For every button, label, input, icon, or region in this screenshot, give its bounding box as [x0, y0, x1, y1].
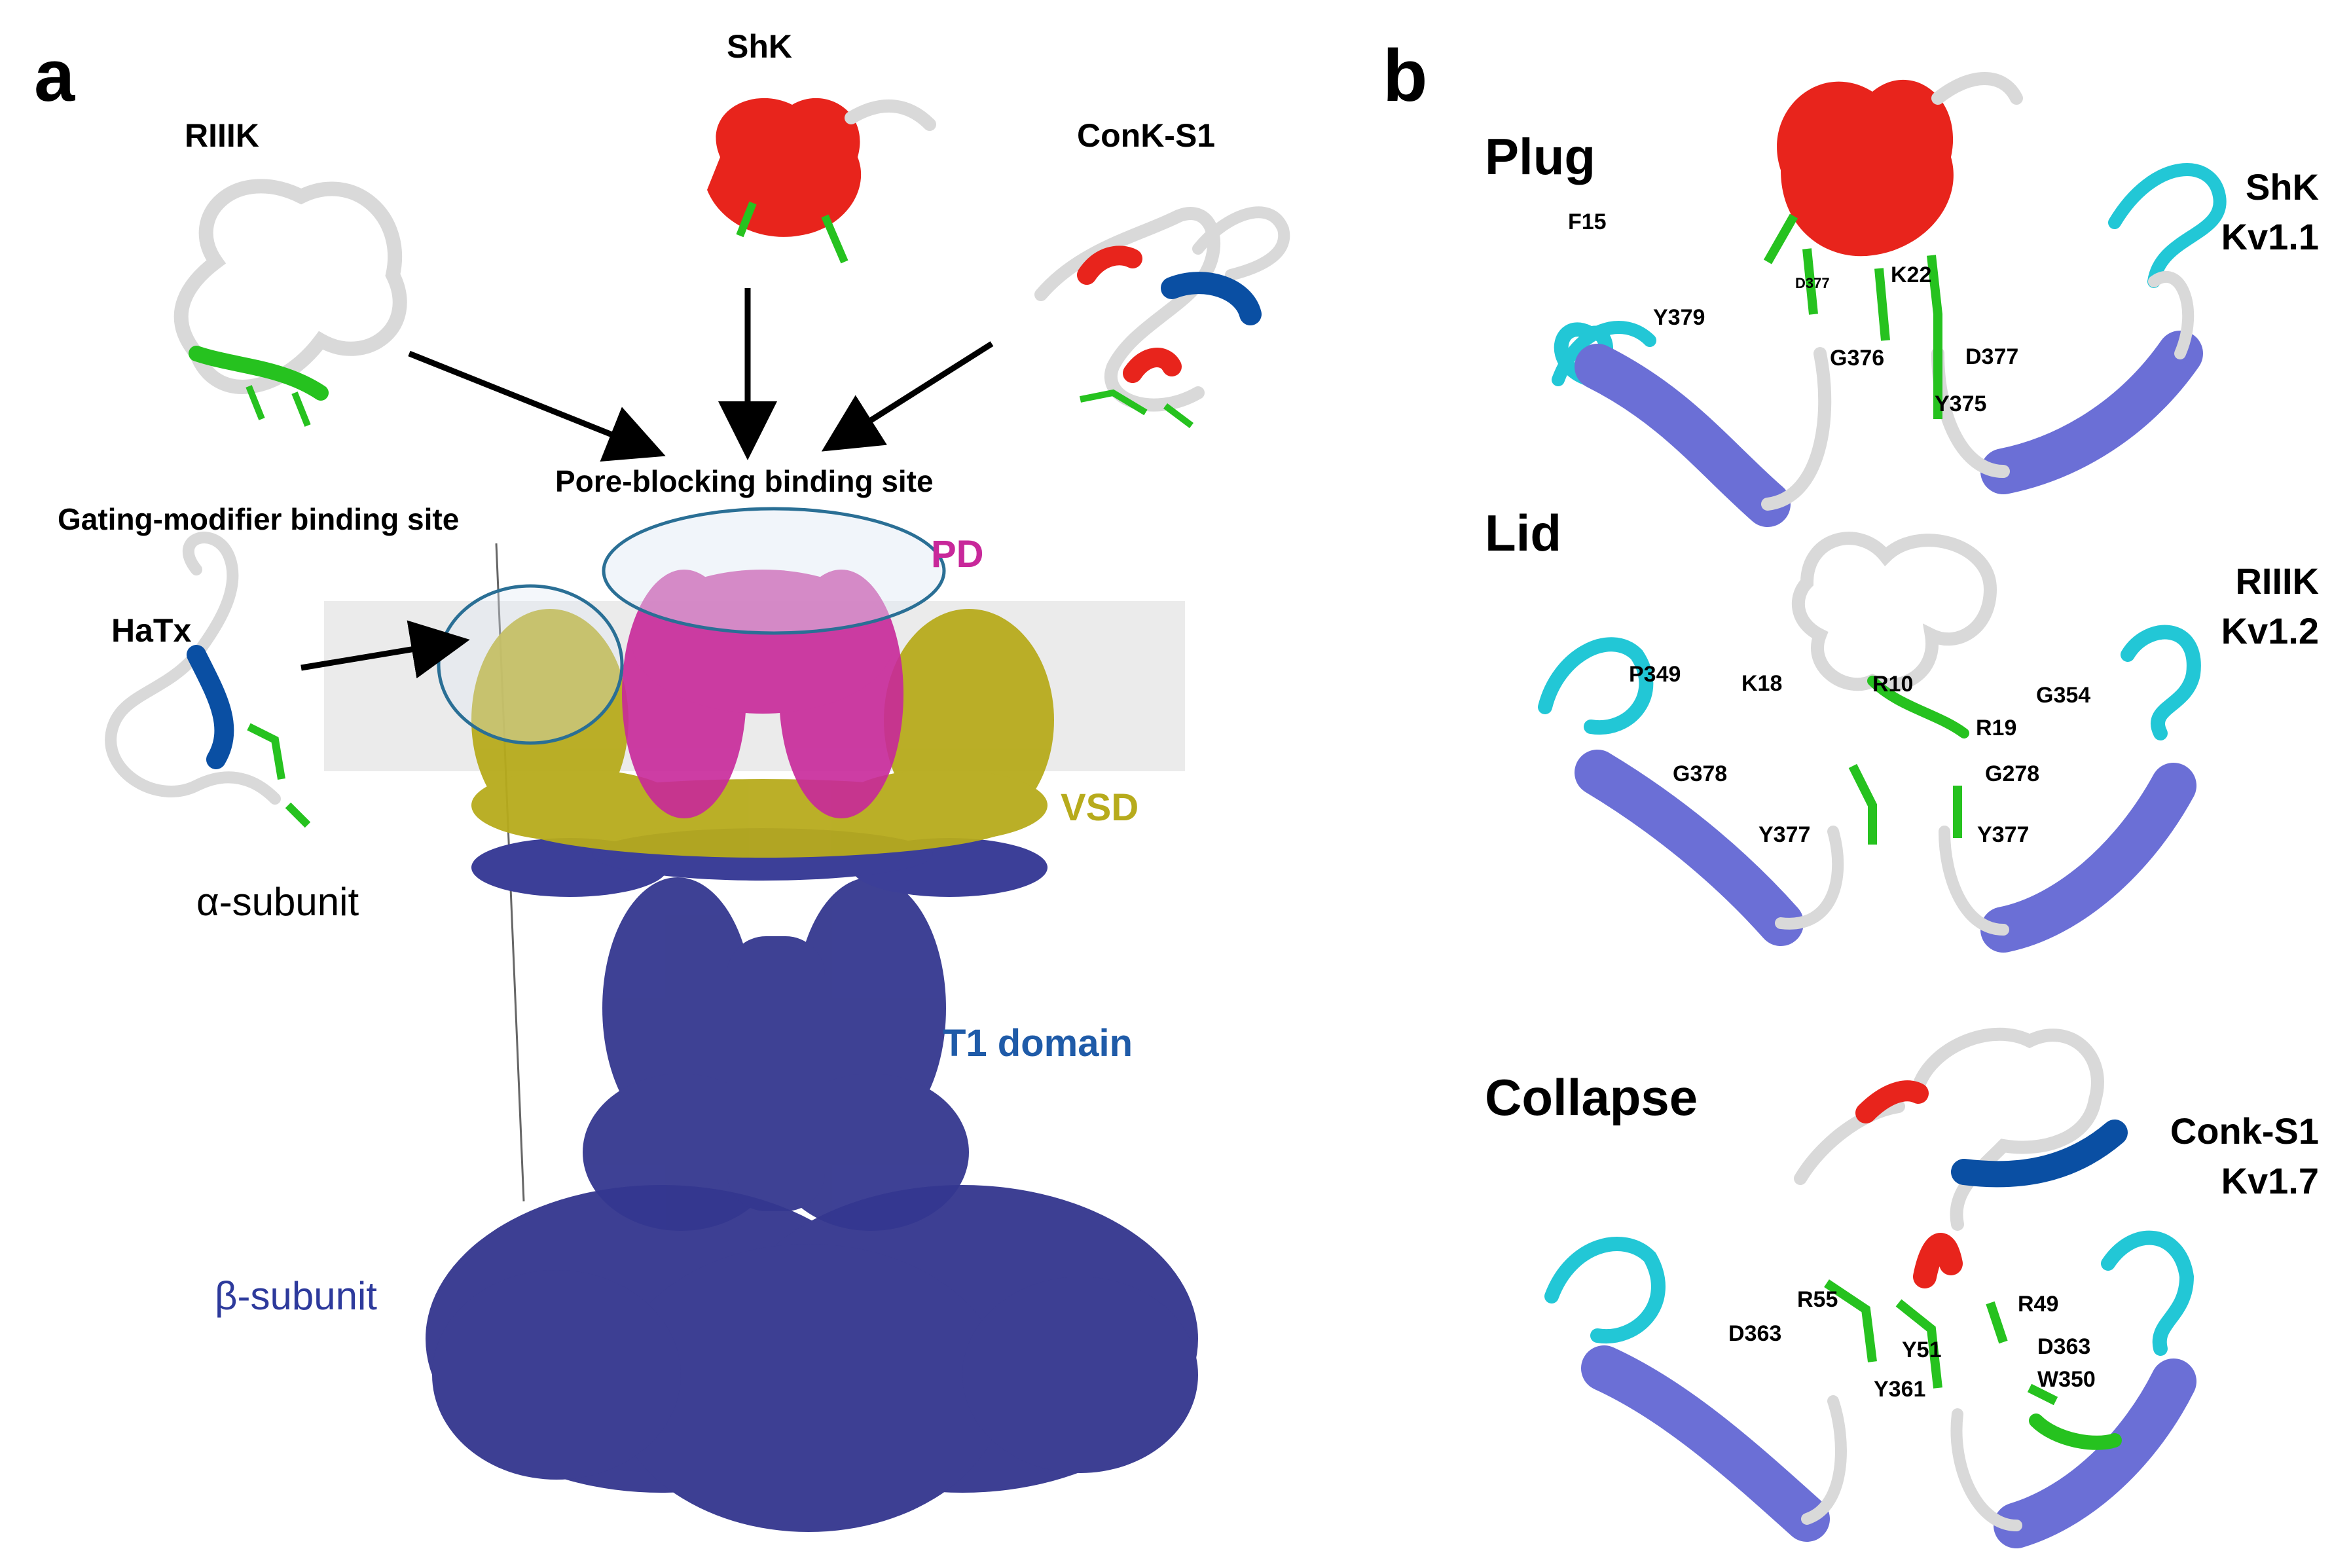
collapse-toxin-structure [1794, 1027, 2128, 1450]
conk-s1-label: ConK-S1 [1077, 117, 1216, 154]
arrow-conk-to-pore [821, 341, 994, 452]
residue-y375: Y375 [1935, 392, 1987, 416]
lid-channel-structure [1538, 625, 2201, 953]
residue-d377: D377 [1965, 344, 2019, 369]
pd-label: PD [931, 533, 984, 575]
residue-k18: K18 [1741, 671, 1783, 696]
lid-channel-label: RIIIK Kv1.2 [2221, 556, 2319, 655]
hatx-label: HaTx [111, 612, 192, 649]
plug-channel-label: ShK Kv1.1 [2221, 162, 2319, 261]
residue-g376: G376 [1830, 346, 1885, 371]
lid-toxin-structure [1792, 532, 1997, 845]
residue-y377-right: Y377 [1977, 822, 2030, 847]
pore-blocking-site-label: Pore-blocking binding site [555, 464, 934, 498]
beta-subunit-label: β-subunit [215, 1274, 377, 1318]
gating-modifier-site-ring [437, 584, 624, 745]
hatx-toxin-structure [105, 532, 311, 828]
gating-modifier-site-label: Gating-modifier binding site [58, 502, 460, 536]
vsd-label: VSD [1061, 786, 1139, 829]
beta-subunit-structure [426, 1185, 1198, 1532]
t1-domain-label: T1 domain [943, 1022, 1133, 1065]
conk-s1-toxin-structure [1034, 206, 1290, 428]
panel-b-letter: b [1383, 35, 1428, 117]
residue-r55: R55 [1797, 1287, 1838, 1312]
residue-k22: K22 [1891, 263, 1932, 287]
residue-d363-right: D363 [2037, 1334, 2091, 1359]
residue-y51: Y51 [1902, 1338, 1942, 1362]
shk-toxin-structure [707, 98, 936, 264]
plug-toxin-name: ShK [2246, 166, 2319, 208]
vsd-structure [471, 609, 1054, 858]
alpha-subunit-label: α-subunit [196, 880, 359, 924]
residue-r10: R10 [1872, 672, 1914, 697]
residue-y377-left: Y377 [1758, 822, 1811, 847]
pore-blocking-site-ring [602, 507, 946, 635]
plug-mode-label: Plug [1485, 128, 1595, 185]
collapse-channel-name: Kv1.7 [2221, 1159, 2319, 1201]
residue-r19: R19 [1976, 716, 2017, 740]
residue-d363-left: D363 [1728, 1321, 1782, 1346]
residue-d377-small: D377 [1795, 275, 1830, 291]
arrow-hatx-to-gating [301, 620, 470, 679]
plug-channel-name: Kv1.1 [2221, 215, 2319, 257]
arrow-riiik-to-pore [408, 350, 666, 462]
collapse-mode-label: Collapse [1485, 1068, 1698, 1126]
lid-channel-name: Kv1.2 [2221, 610, 2319, 651]
t1-domain-structure [583, 877, 969, 1231]
residue-p349: P349 [1629, 662, 1681, 687]
plug-channel-structure [1552, 163, 2227, 527]
lid-toxin-name: RIIIK [2235, 560, 2319, 602]
collapse-channel-label: Conk-S1 Kv1.7 [2170, 1106, 2319, 1205]
residue-r49: R49 [2018, 1292, 2059, 1317]
residue-f15: F15 [1568, 210, 1607, 234]
residue-g354: G354 [2036, 683, 2091, 708]
residue-y379: Y379 [1653, 305, 1705, 330]
lid-mode-label: Lid [1485, 504, 1561, 562]
riiik-toxin-structure [173, 179, 407, 427]
shk-label: ShK [727, 28, 792, 65]
residue-y361: Y361 [1874, 1377, 1926, 1402]
residue-g378: G378 [1673, 761, 1728, 786]
residue-g278: G278 [1985, 761, 2040, 786]
collapse-toxin-name: Conk-S1 [2170, 1110, 2319, 1152]
panel-a-letter: a [34, 35, 75, 117]
pd-structure [622, 570, 903, 818]
collapse-channel-structure [1544, 1230, 2196, 1548]
residue-w350: W350 [2037, 1367, 2096, 1392]
riiik-label: RIIIK [185, 117, 259, 154]
plug-toxin-structure [1763, 72, 2023, 419]
